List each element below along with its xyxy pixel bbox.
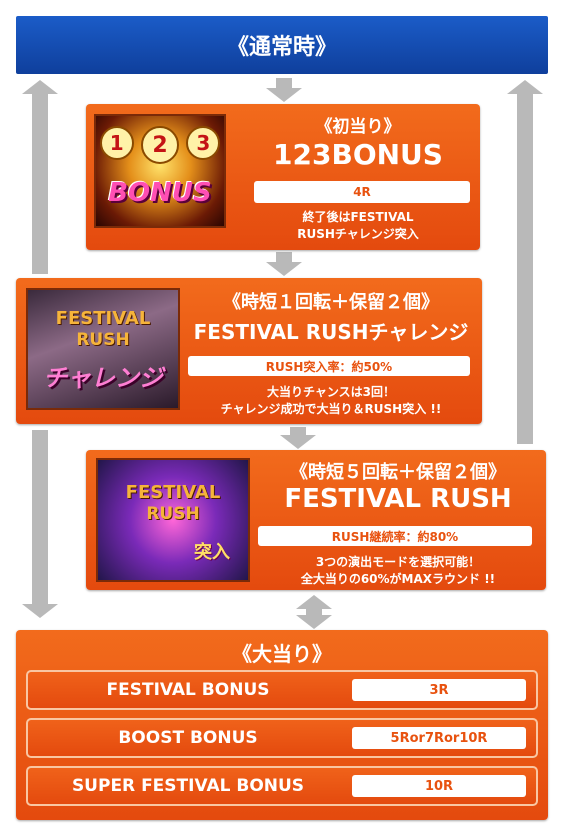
bonus-image: 1 2 3 BONUS (94, 114, 226, 228)
down-arrow-2-icon (266, 262, 302, 276)
challenge-heading: 《時短１回転＋保留２個》 (223, 292, 439, 313)
down-arrow-1-shaft (276, 78, 292, 88)
double-arrow-down-icon (296, 615, 332, 629)
rush-desc-2: 全大当りの60%がMAXラウンド !! (300, 572, 496, 586)
rush-desc-1: 3つの演出モードを選択可能！ (315, 555, 481, 569)
challenge-logo-text-3: チャレンジ (43, 364, 163, 392)
bonus-logo-text: BONUS (108, 178, 212, 208)
challenge-logo-text-2: RUSH (76, 330, 130, 350)
double-arrow-up-icon (296, 595, 332, 609)
rush-image: FESTIVAL RUSH 突入 (96, 458, 250, 582)
challenge-logo-text-1: FESTIVAL (55, 308, 151, 329)
jackpot-panel: 《大当り》 FESTIVAL BONUS 3R BOOST BONUS 5Ror… (16, 630, 548, 820)
double-arrow-shaft (306, 609, 322, 615)
rush-logo-text-2: RUSH (146, 504, 200, 524)
jackpot-row-3: SUPER FESTIVAL BONUS 10R (26, 766, 538, 806)
jackpot-row-3-label: SUPER FESTIVAL BONUS (71, 776, 305, 796)
rush-heading: 《時短５回転＋保留２個》 (290, 462, 506, 483)
challenge-desc-2: チャレンジ成功で大当り＆RUSH突入 !! (220, 402, 442, 416)
jackpot-row-2-rounds: 5Ror7Ror10R (352, 727, 526, 749)
down-arrow-1-icon (266, 88, 302, 102)
bonus-digit-2: 2 (140, 126, 179, 164)
jackpot-row-2-label: BOOST BONUS (118, 728, 258, 748)
normal-state-banner: 《通常時》 (16, 16, 548, 74)
challenge-image: FESTIVAL RUSH チャレンジ (26, 288, 180, 410)
first-hit-name: 123BONUS (273, 138, 443, 171)
rush-rate: RUSH継続率：約80% (258, 526, 532, 546)
normal-state-title: 《通常時》 (226, 35, 337, 60)
bonus-digit-1: 1 (99, 126, 134, 160)
jackpot-row-3-rounds: 10R (352, 775, 526, 797)
challenge-panel: FESTIVAL RUSH チャレンジ 《時短１回転＋保留２個》 FESTIVA… (16, 278, 482, 424)
jackpot-row-2: BOOST BONUS 5Ror7Ror10R (26, 718, 538, 758)
down-arrow-3-shaft (290, 427, 306, 435)
down-arrow-3-icon (280, 435, 316, 449)
first-hit-desc-2: RUSHチャレンジ突入 (297, 227, 419, 241)
rush-panel: FESTIVAL RUSH 突入 《時短５回転＋保留２個》 FESTIVAL R… (86, 450, 546, 590)
jackpot-row-1: FESTIVAL BONUS 3R (26, 670, 538, 710)
jackpot-row-1-label: FESTIVAL BONUS (106, 680, 270, 700)
left-down-arrow-icon (22, 604, 58, 618)
left-up-arrow-icon (22, 80, 58, 94)
first-hit-heading: 《初当り》 (315, 117, 401, 137)
challenge-rate: RUSH突入率：約50% (188, 356, 470, 376)
rush-logo-text-1: FESTIVAL (125, 482, 221, 503)
right-up-arrow-icon (507, 80, 543, 94)
left-down-arrow-shaft (32, 430, 48, 604)
down-arrow-2-shaft (276, 252, 292, 262)
challenge-name: FESTIVAL RUSHチャレンジ (193, 320, 469, 344)
jackpot-row-1-rounds: 3R (352, 679, 526, 701)
first-hit-rounds: 4R (254, 181, 470, 203)
rush-logo-text-3: 突入 (194, 542, 230, 563)
first-hit-panel: 1 2 3 BONUS 《初当り》 123BONUS 4R 終了後はFESTIV… (86, 104, 480, 250)
bonus-digit-3: 3 (186, 126, 221, 160)
challenge-desc-1: 大当りチャンスは3回！ (267, 385, 395, 399)
left-up-arrow-shaft (32, 94, 48, 274)
jackpot-heading: 《大当り》 (232, 642, 332, 666)
first-hit-desc-1: 終了後はFESTIVAL (302, 210, 414, 224)
rush-name: FESTIVAL RUSH (284, 484, 512, 514)
right-up-arrow-shaft (517, 94, 533, 444)
